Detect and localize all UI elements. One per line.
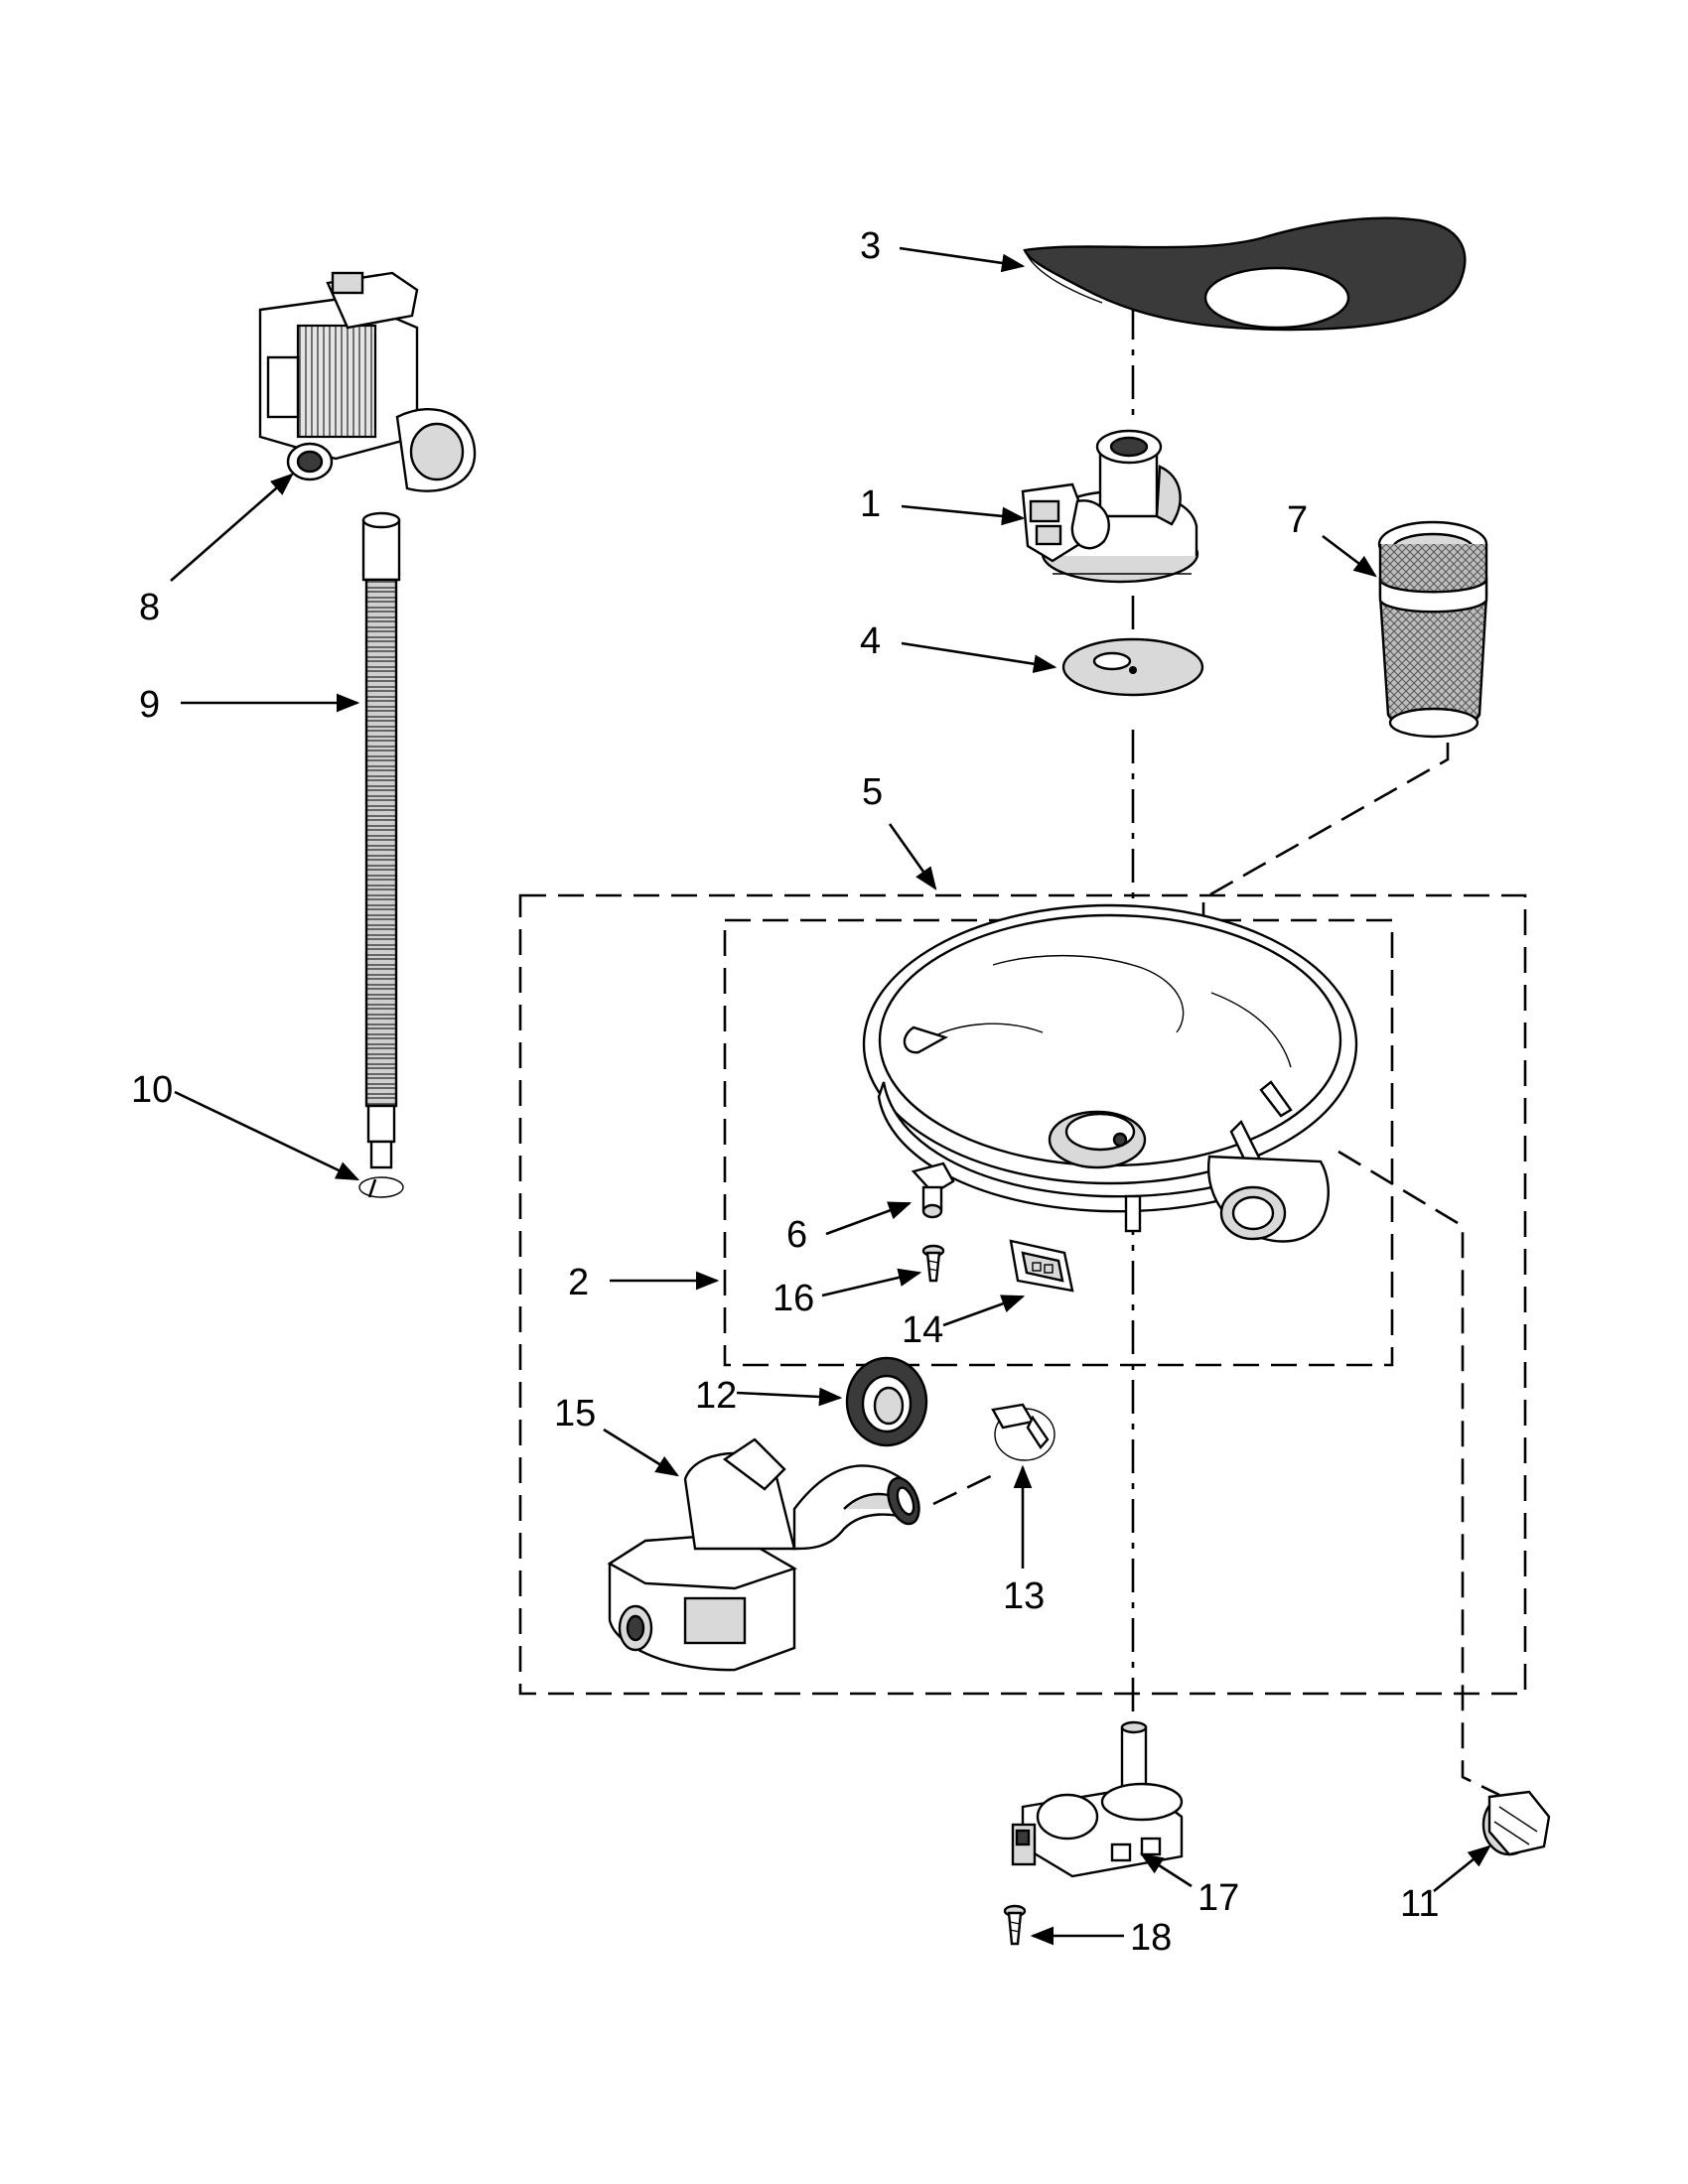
callout-6: 6 <box>786 1214 807 1256</box>
leader-15 <box>603 1428 679 1477</box>
callout-5: 5 <box>862 771 883 813</box>
leader-12 <box>736 1387 843 1407</box>
callout-4: 4 <box>860 620 881 662</box>
leader-7 <box>1322 534 1377 578</box>
filter-cover-part-3 <box>1023 216 1467 332</box>
leader-8 <box>170 473 294 582</box>
screw-part-16 <box>921 1244 945 1283</box>
leader-4 <box>901 641 1057 674</box>
callout-15: 15 <box>554 1393 596 1434</box>
callout-17: 17 <box>1197 1877 1239 1919</box>
callout-10: 10 <box>131 1069 173 1111</box>
callout-16: 16 <box>773 1278 814 1319</box>
clamp-part-13 <box>991 1403 1055 1461</box>
screw-part-18 <box>1003 1904 1027 1946</box>
drain-pump-part-8 <box>258 271 477 492</box>
leader-5 <box>888 823 937 890</box>
leader-16 <box>821 1268 922 1297</box>
diverter-part-17 <box>1011 1720 1184 1878</box>
sensor-dashed-guide <box>1337 1150 1500 1797</box>
assembly-2-outline <box>723 918 1394 1367</box>
sump-housing <box>862 903 1358 1243</box>
filter-basket-part-7 <box>1377 520 1488 739</box>
callout-1: 1 <box>860 483 881 525</box>
leader-3 <box>899 246 1026 273</box>
leader-6 <box>825 1201 913 1236</box>
callout-11: 11 <box>1400 1883 1439 1925</box>
hose-clamp-guide <box>932 1469 1002 1506</box>
callout-12: 12 <box>695 1375 737 1417</box>
callout-13: 13 <box>1003 1575 1045 1617</box>
connector-part-14 <box>1009 1239 1074 1293</box>
callout-14: 14 <box>902 1309 943 1351</box>
callout-8: 8 <box>139 587 160 628</box>
circulation-pump-part-15 <box>607 1437 920 1672</box>
leader-1 <box>901 504 1026 526</box>
drain-hose-part-9 <box>361 511 401 1169</box>
leader-10 <box>174 1090 360 1181</box>
leader-14 <box>942 1295 1026 1327</box>
disc-part-4 <box>1061 637 1204 697</box>
callout-3: 3 <box>860 225 881 267</box>
callout-18: 18 <box>1130 1917 1172 1959</box>
leader-17 <box>1140 1852 1193 1888</box>
sensor-part-11 <box>1481 1790 1551 1856</box>
upper-housing-part-1 <box>1021 429 1199 584</box>
callout-9: 9 <box>139 684 160 726</box>
callout-7: 7 <box>1287 499 1308 541</box>
sensor-part-6 <box>911 1161 955 1219</box>
leader-11 <box>1433 1844 1491 1893</box>
assembly-5-outline <box>518 893 1527 1696</box>
seal-part-12 <box>845 1356 928 1447</box>
hose-clamp-part-10 <box>358 1176 404 1198</box>
callout-2: 2 <box>568 1262 589 1303</box>
